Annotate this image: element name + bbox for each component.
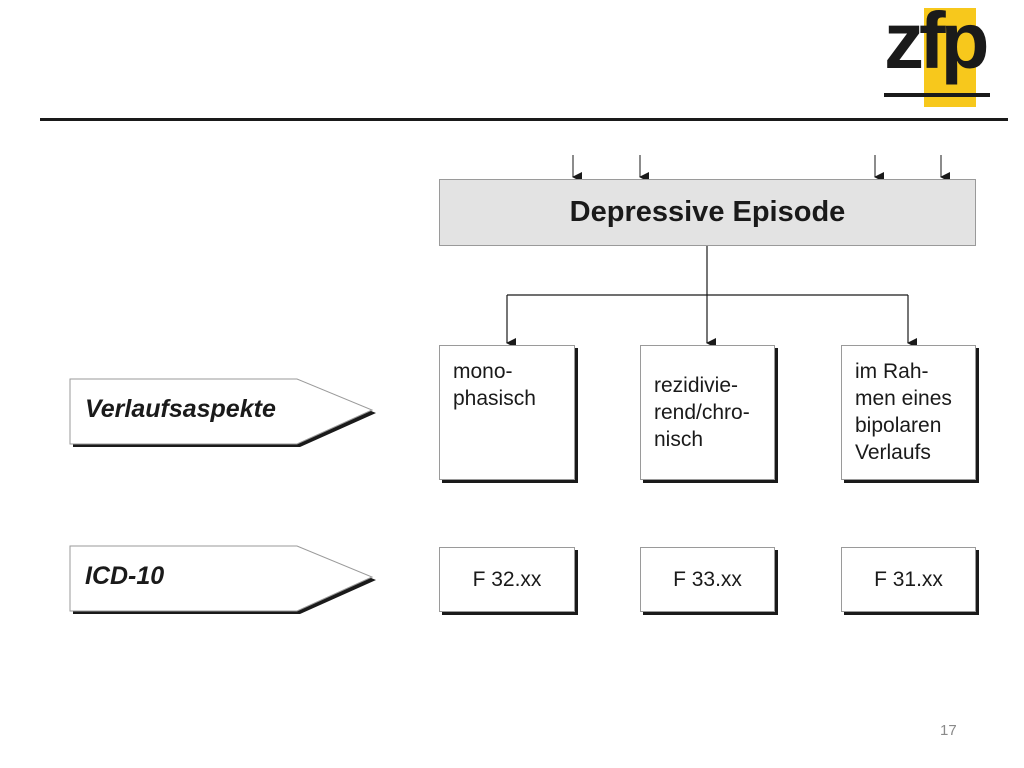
logo-text: zfp [884, 0, 989, 85]
zfp-logo: zfp [884, 0, 994, 108]
code-box-f31: F 31.xx [841, 547, 976, 612]
verlaufsaspekte-pentagon [69, 378, 374, 445]
stage-box-monophasisch: mono- phasisch [439, 345, 575, 480]
stage-box-bipolar: im Rah- men eines bipolaren Verlaufs [841, 345, 976, 480]
row-label-icd-10: ICD-10 [85, 562, 165, 590]
header-divider [40, 118, 1008, 121]
code-box-f32: F 32.xx [439, 547, 575, 612]
icd-pentagon [69, 545, 374, 612]
stage-box-rezidivierend: rezidivie- rend/chro- nisch [640, 345, 775, 480]
depressive-episode-box: Depressive Episode [439, 179, 976, 246]
page-number: 17 [940, 722, 957, 739]
code-box-f33: F 33.xx [640, 547, 775, 612]
logo-yellow-block [924, 8, 976, 107]
logo-underline [884, 93, 990, 97]
row-label-verlaufsaspekte: Verlaufsaspekte [85, 395, 276, 423]
